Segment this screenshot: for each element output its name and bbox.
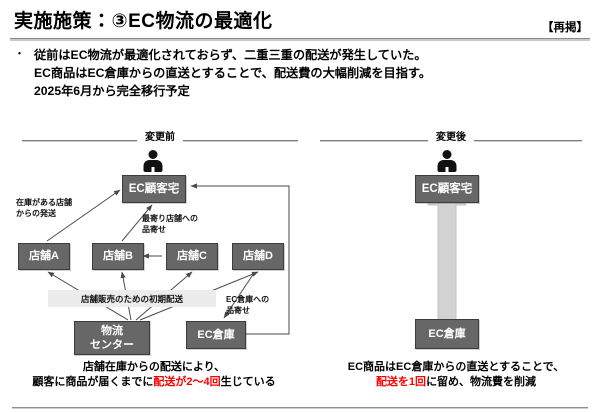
customer-person-icon-before <box>142 150 164 174</box>
panel-header-after-label: 変更後 <box>428 128 474 143</box>
caption-after-line-1: EC商品はEC倉庫からの直送とすることで、 <box>347 361 565 373</box>
caption-after-post: に留め、物流費を削減 <box>426 376 537 388</box>
caption-before-post: 生じている <box>220 376 276 388</box>
node-store-d[interactable]: 店舗D <box>232 243 284 270</box>
node-customer-before[interactable]: EC顧客宅 <box>122 175 186 203</box>
bullet-block: ・ 従前はEC物流が最適化されておらず、二重三重の配送が発生していた。 EC商品… <box>14 46 484 100</box>
person-body-icon <box>143 160 163 172</box>
bullet-line-3: 2025年6月から完全移行予定 <box>34 84 190 98</box>
node-store-a[interactable]: 店舗A <box>18 243 70 270</box>
caption-before-line-1: 店舗在庫からの配送により、 <box>82 361 226 373</box>
caption-before-pre: 顧客に商品が届くまでに <box>32 376 154 388</box>
annotation-initial-delivery-banner: 店舗販売のための初期配送 <box>48 290 216 307</box>
node-distribution-center[interactable]: 物流 センター <box>74 321 150 355</box>
annotation-to-nearest-store: 最寄り店舗への 品寄せ <box>142 214 198 234</box>
node-customer-after[interactable]: EC顧客宅 <box>415 175 479 203</box>
title-divider <box>10 38 590 41</box>
page-title: 実施施策：③EC物流の最適化 <box>14 11 273 32</box>
annotation-from-stock-store: 在庫がある店舗 からの発送 <box>16 198 72 218</box>
person-head-icon <box>148 150 158 159</box>
arrow-store-d-to-ec-warehouse <box>223 272 255 319</box>
caption-after-highlight: 配送を1回 <box>375 376 427 388</box>
panel-header-before: 変更前 <box>22 128 298 144</box>
customer-person-icon-after <box>436 150 458 174</box>
person-leg-gap-icon <box>445 167 449 172</box>
panel-header-after: 変更後 <box>320 128 582 144</box>
person-body-icon <box>437 160 457 172</box>
annotation-to-ec-warehouse: EC倉庫への 品寄せ <box>226 295 270 315</box>
bullet-marker: ・ <box>14 48 25 60</box>
caption-before: 店舗在庫からの配送により、 顧客に商品が届くまでに配送が2～4回生じている <box>8 360 300 390</box>
reprint-badge: 【再掲】 <box>542 22 588 34</box>
distribution-center-line-2: センター <box>90 339 134 351</box>
caption-after-line-2: 配送を1回に留め、物流費を削減 <box>322 375 590 390</box>
caption-before-line-2: 顧客に商品が届くまでに配送が2～4回生じている <box>8 375 300 390</box>
bottom-divider <box>12 407 588 409</box>
node-store-c[interactable]: 店舗C <box>166 243 218 270</box>
arrow-store-a-to-customer <box>46 189 121 242</box>
distribution-center-line-1: 物流 <box>101 325 123 337</box>
bullet-line-2: EC商品はEC倉庫からの直送とすることで、配送費の大幅削減を目指す。 <box>34 66 432 80</box>
arrow-ec-warehouse-to-customer <box>190 183 290 335</box>
arrow-store-b-to-customer <box>121 204 153 242</box>
bullet-line-1: 従前はEC物流が最適化されておらず、二重三重の配送が発生していた。 <box>34 48 427 62</box>
node-store-b[interactable]: 店舗B <box>92 243 144 270</box>
caption-after: EC商品はEC倉庫からの直送とすることで、 配送を1回に留め、物流費を削減 <box>322 360 590 390</box>
person-leg-gap-icon <box>151 167 155 172</box>
node-ec-warehouse-before[interactable]: EC倉庫 <box>186 321 246 349</box>
person-head-icon <box>442 150 452 159</box>
caption-before-highlight: 配送が2～4回 <box>153 376 221 388</box>
node-ec-warehouse-after[interactable]: EC倉庫 <box>415 319 479 349</box>
panel-header-before-label: 変更前 <box>137 128 183 143</box>
